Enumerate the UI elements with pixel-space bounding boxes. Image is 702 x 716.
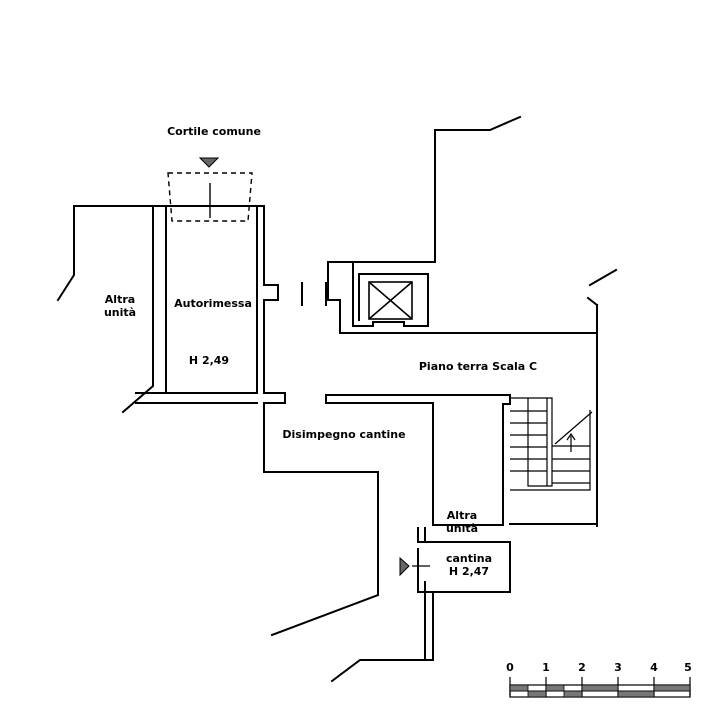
label-piano-terra: Piano terra Scala C bbox=[419, 360, 537, 373]
label-cantina: cantina bbox=[446, 552, 492, 565]
wall-autorimessa-outer bbox=[121, 205, 279, 414]
lift-symbol bbox=[368, 281, 413, 320]
stair-arrow bbox=[554, 411, 593, 452]
scale-tick-1: 1 bbox=[542, 661, 550, 674]
wall-staircase-right bbox=[509, 268, 618, 525]
scale-tick-3: 3 bbox=[614, 661, 622, 674]
stair-outline bbox=[510, 397, 591, 491]
wall-altra-unita-left bbox=[56, 205, 164, 302]
scale-tick-4: 4 bbox=[650, 661, 658, 674]
scale-bar: 0 1 2 3 4 5 bbox=[506, 661, 692, 698]
stair-steps bbox=[510, 410, 590, 484]
walls bbox=[56, 115, 618, 683]
scale-tick-0: 0 bbox=[506, 661, 514, 674]
wall-cantina bbox=[330, 527, 511, 683]
wall-lift-core bbox=[327, 115, 598, 527]
label-disimpegno: Disimpegno cantine bbox=[282, 428, 405, 441]
entry-marker-cantina bbox=[399, 556, 410, 577]
label-altra-unita-right-2: unità bbox=[446, 522, 478, 535]
label-cantina-height: H 2,47 bbox=[449, 565, 489, 578]
label-autorimessa: Autorimessa bbox=[174, 297, 252, 310]
entry-marker-top bbox=[198, 157, 220, 168]
staircase bbox=[510, 397, 593, 491]
label-altra-unita-right-1: Altra bbox=[447, 509, 477, 522]
wall-disimpegno-right bbox=[325, 394, 511, 526]
door-marker bbox=[301, 282, 327, 306]
scale-tick-5: 5 bbox=[684, 661, 692, 674]
projection-outline bbox=[167, 172, 253, 222]
scale-tick-2: 2 bbox=[578, 661, 586, 674]
scale-bar-fills bbox=[509, 684, 691, 698]
lift-shaft bbox=[368, 281, 413, 320]
label-altra-unita-left-1: Altra bbox=[105, 293, 135, 306]
lift-cross bbox=[368, 281, 413, 320]
label-autorimessa-height: H 2,49 bbox=[189, 354, 229, 367]
wall-autorimessa-bottom bbox=[135, 392, 379, 637]
label-cortile: Cortile comune bbox=[167, 125, 261, 138]
projection-dashed bbox=[167, 172, 253, 222]
label-altra-unita-left-2: unità bbox=[104, 306, 136, 319]
